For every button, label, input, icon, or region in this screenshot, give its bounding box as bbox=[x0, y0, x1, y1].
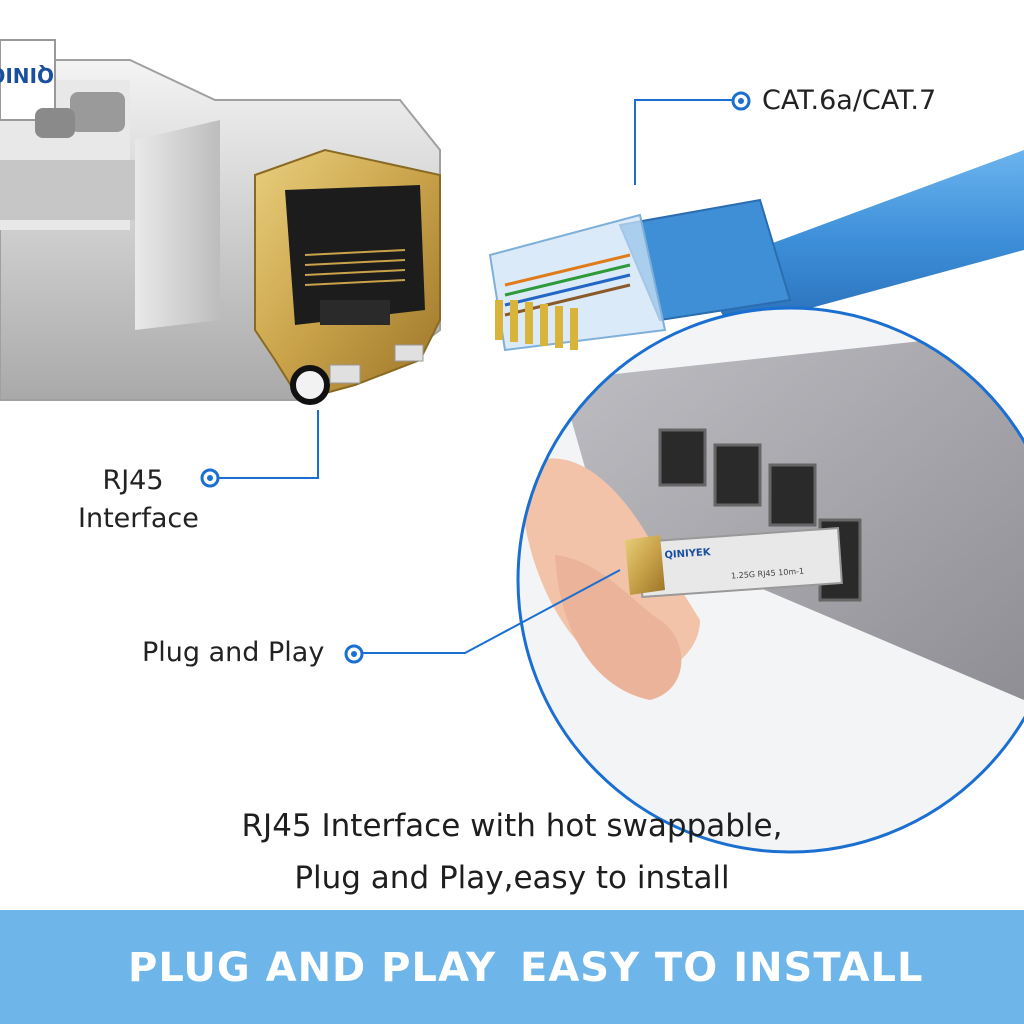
module-brand-text: QINIO bbox=[0, 63, 54, 87]
cable-label: CAT.6a/CAT.7 bbox=[762, 85, 937, 116]
bottom-banner: PLUG AND PLAY EASY TO INSTALL bbox=[0, 910, 1024, 1024]
ethernet-cable bbox=[488, 150, 1024, 352]
rj45-label-line1: RJ45 bbox=[102, 465, 164, 496]
rj45-label: RJ45 Interface bbox=[78, 462, 199, 538]
callout-markers bbox=[200, 91, 751, 664]
banner-text-left: PLUG AND PLAY bbox=[128, 945, 497, 991]
inset-photo: QINIYEK 1.25G RJ45 10m-1 bbox=[518, 308, 1024, 852]
callout-lines bbox=[218, 99, 733, 654]
sfp-module: QINIO bbox=[0, 39, 441, 405]
caption-line-1: RJ45 Interface with hot swappable, bbox=[241, 808, 783, 844]
plug-label: Plug and Play bbox=[142, 637, 325, 668]
rj45-label-line2: Interface bbox=[78, 503, 199, 534]
caption-line-2: Plug and Play,easy to install bbox=[294, 860, 730, 896]
banner-text-right: EASY TO INSTALL bbox=[520, 945, 924, 991]
inset-border bbox=[516, 306, 1024, 854]
inset-brand-text: QINIYEK bbox=[664, 547, 712, 561]
